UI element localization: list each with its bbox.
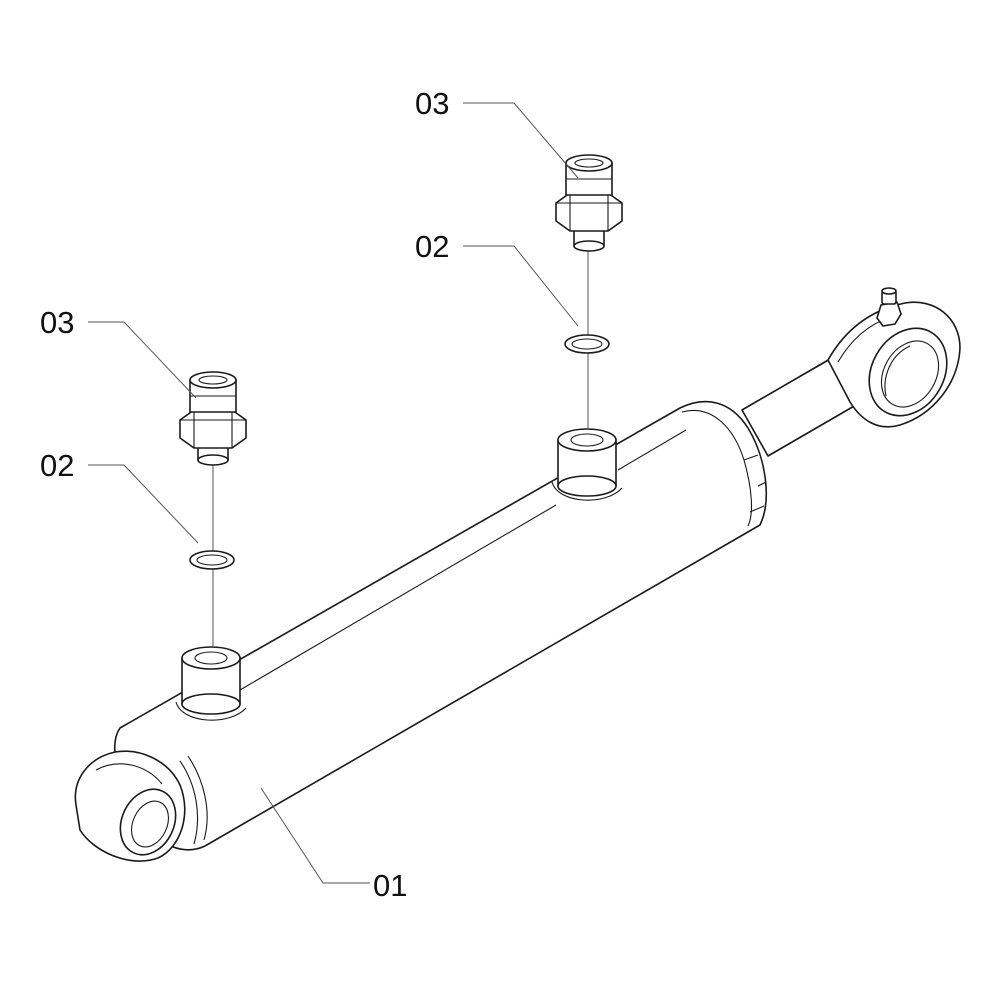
callout-label-o-ring-left: 02: [40, 448, 75, 483]
port-boss-left: [175, 646, 247, 721]
fitting-right: [555, 154, 623, 252]
base-eye: [74, 750, 186, 862]
port-boss-right: [551, 428, 623, 501]
callout-label-fitting-left: 03: [40, 305, 75, 340]
o-ring-right: [564, 334, 610, 354]
fitting-left: [179, 371, 247, 466]
callout-label-cylinder: 01: [373, 868, 408, 903]
grease-nipple: [876, 287, 902, 327]
leader-line-c1: [463, 102, 579, 179]
leader-line-c3: [88, 321, 197, 399]
cylinder-barrel: [113, 400, 768, 851]
o-ring-left: [189, 550, 235, 570]
leader-line-c2: [463, 245, 579, 327]
callout-label-fitting-right: 03: [415, 86, 450, 121]
callout-label-o-ring-right: 02: [415, 229, 450, 264]
rod-end-eye: [827, 287, 961, 428]
leader-line-c5: [260, 787, 370, 884]
leader-line-c4: [88, 464, 199, 544]
